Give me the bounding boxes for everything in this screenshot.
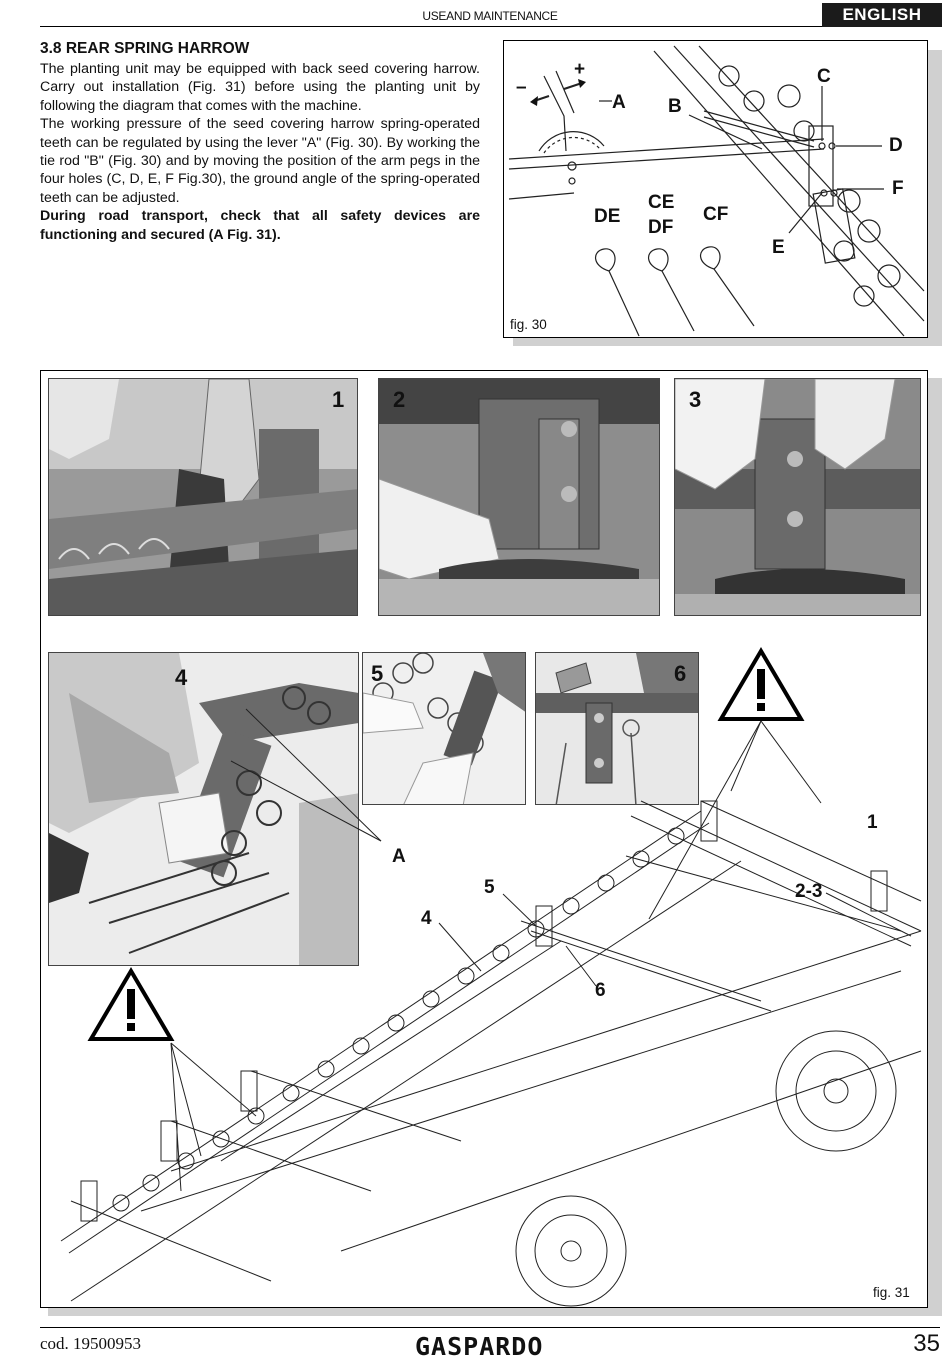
photo-3-number: 3 xyxy=(689,387,702,412)
photo-4-image xyxy=(49,653,358,965)
fig31-label-6: 6 xyxy=(595,980,606,1001)
paragraph-installation: The planting unit may be equipped with b… xyxy=(40,61,480,114)
brand-logo: GASPARDO xyxy=(415,1332,544,1361)
fig30-label-minus: – xyxy=(516,77,527,98)
fig30-label-E: E xyxy=(772,237,785,258)
photo-1-image xyxy=(49,379,357,615)
photo-3-image xyxy=(675,379,920,615)
photo-1-number: 1 xyxy=(332,387,345,412)
fig30-label-C: C xyxy=(817,66,831,87)
fig30-caption: fig. 30 xyxy=(510,317,547,332)
header-rule xyxy=(40,26,840,27)
fig31-label-A: A xyxy=(392,846,406,867)
fig30-label-D: D xyxy=(889,135,903,156)
fig30-label-DF: DF xyxy=(648,217,674,238)
photo-6-number: 6 xyxy=(674,661,687,686)
photo-6: 6 xyxy=(535,652,699,805)
road-transport-warning: During road transport, check that all sa… xyxy=(40,208,480,243)
photo-5-image xyxy=(363,653,525,804)
fig30-label-A: A xyxy=(612,92,626,113)
fig31-label-5: 5 xyxy=(484,877,495,898)
document-code: cod. 19500953 xyxy=(40,1334,142,1353)
fig30-shadow xyxy=(928,50,942,346)
footer-rule xyxy=(40,1327,940,1328)
section-title: 3.8 REAR SPRING HARROW xyxy=(40,40,250,57)
fig31-assembly: 1 2 3 xyxy=(40,370,928,1308)
fig30-shadow-bottom xyxy=(513,338,942,346)
fig30-label-B: B xyxy=(668,96,682,117)
photo-4: 4 xyxy=(48,652,359,966)
fig30-diagram: – + A B C D F E DE CE DF CF fig. 30 xyxy=(503,40,928,338)
paragraph-adjustment: The working pressure of the seed coverin… xyxy=(40,116,480,206)
assembly-drawing xyxy=(60,647,922,1307)
fig31-label-2-3: 2-3 xyxy=(795,881,823,902)
photo-2-image xyxy=(379,379,659,615)
photo-2: 2 xyxy=(378,378,660,616)
language-badge: ENGLISH xyxy=(822,3,942,27)
fig31-shadow-bottom xyxy=(48,1308,942,1316)
fig30-drawing xyxy=(508,45,925,337)
header-title: USEAND MAINTENANCE xyxy=(422,9,558,23)
fig31-caption: fig. 31 xyxy=(873,1285,910,1300)
fig30-label-plus: + xyxy=(574,59,586,80)
photo-6-image xyxy=(536,653,698,804)
section-body: The planting unit may be equipped with b… xyxy=(40,60,480,244)
photo-2-number: 2 xyxy=(393,387,406,412)
fig31-label-4: 4 xyxy=(421,908,432,929)
photo-5-number: 5 xyxy=(371,661,384,686)
fig31-shadow xyxy=(928,378,942,1316)
fig30-label-CF: CF xyxy=(703,204,729,225)
photo-5: 5 xyxy=(362,652,526,805)
fig30-label-F: F xyxy=(892,178,904,199)
photo-3: 3 xyxy=(674,378,921,616)
fig30-label-DE: DE xyxy=(594,206,621,227)
page-number: 35 xyxy=(913,1330,940,1357)
photo-4-number: 4 xyxy=(175,665,188,690)
photo-1: 1 xyxy=(48,378,358,616)
fig31-label-1: 1 xyxy=(867,812,878,833)
fig30-label-CE: CE xyxy=(648,192,675,213)
